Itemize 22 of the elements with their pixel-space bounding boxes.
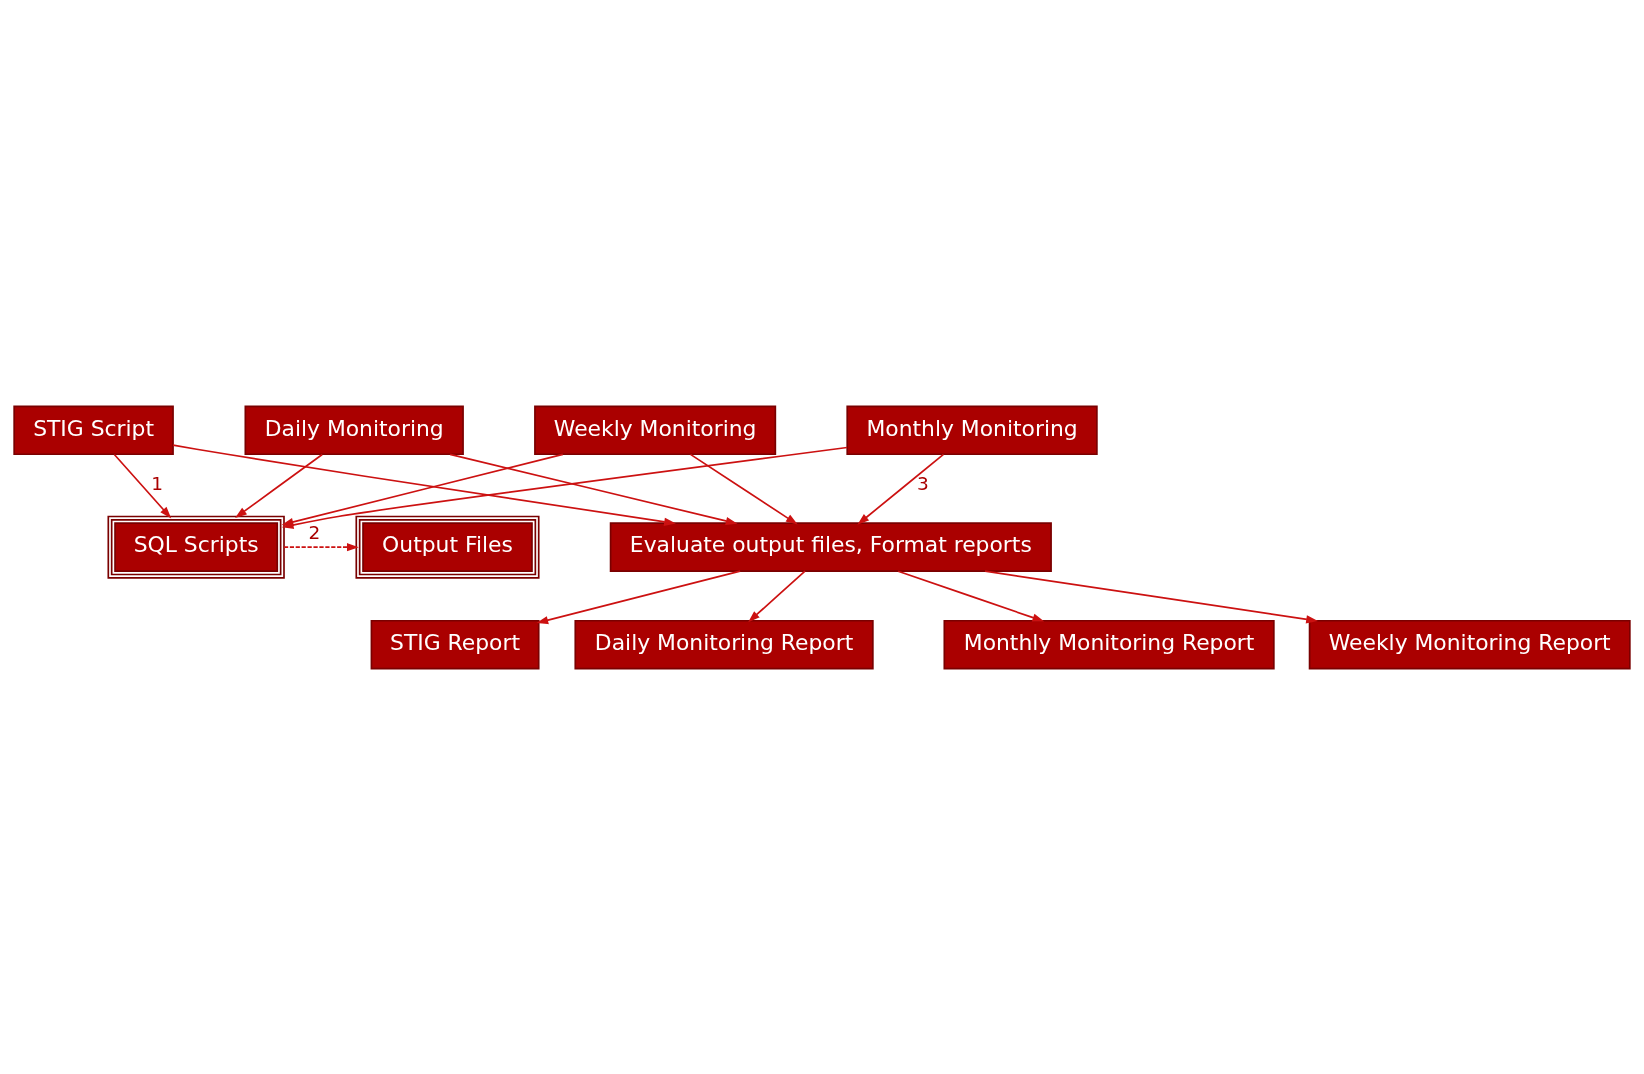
arrow xyxy=(449,453,738,525)
arrow xyxy=(748,569,806,622)
arrow xyxy=(897,569,1045,622)
node-box: Weekly Monitoring xyxy=(534,405,777,455)
node-box: Weekly Monitoring Report xyxy=(1308,619,1631,669)
node-box: STIG Report xyxy=(370,619,540,669)
node-box: STIG Script xyxy=(13,405,174,455)
edge-label: 2 xyxy=(308,521,321,543)
edge-label: 1 xyxy=(151,472,163,494)
node-box: Monthly Monitoring xyxy=(846,405,1098,455)
node-box: Daily Monitoring Report xyxy=(574,619,874,669)
arrow xyxy=(283,542,359,551)
arrow xyxy=(113,453,172,518)
node-box: Daily Monitoring xyxy=(244,405,464,455)
arrow xyxy=(857,453,945,525)
arrow xyxy=(984,569,1318,623)
arrow xyxy=(689,453,798,525)
arrow xyxy=(235,453,324,518)
arrow xyxy=(536,569,741,624)
edge-label: 3 xyxy=(917,472,929,494)
node-box: Evaluate output files, Format reports xyxy=(609,521,1052,572)
node-box: Monthly Monitoring Report xyxy=(943,619,1275,669)
